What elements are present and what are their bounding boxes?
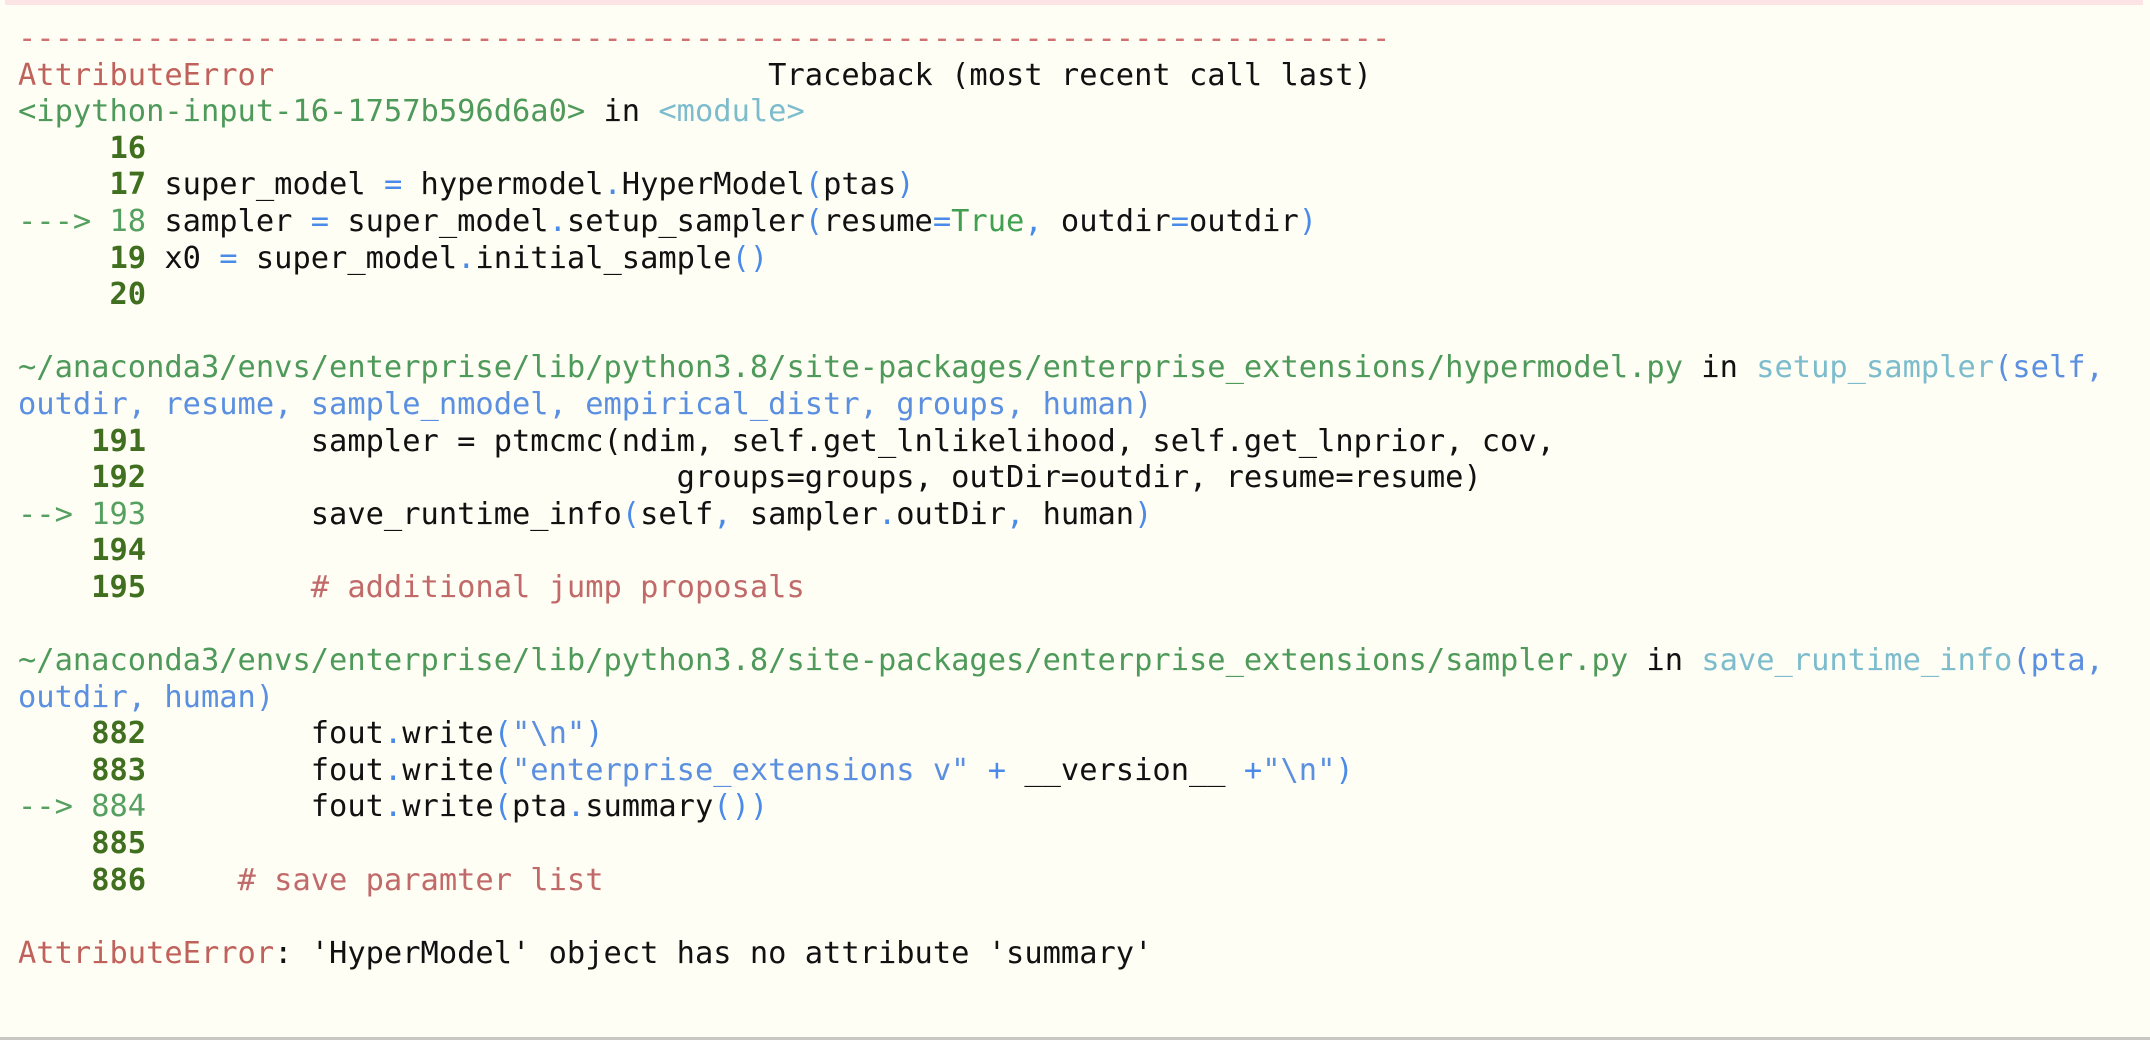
code-comment: # save paramter list [146,862,604,898]
current-code-line: ---> 18 sampler = super_model.setup_samp… [18,203,1318,239]
frame3-args: outdir, human) [18,679,275,715]
frame3-file: ~/anaconda3/envs/enterprise/lib/python3.… [18,643,1629,679]
line-number: 195 [91,569,147,605]
code-line: 194 [18,533,2104,570]
code-line: 20 [18,277,2104,314]
separator-line: ----------------------------------------… [18,21,1391,56]
frame3-header: ~/anaconda3/envs/enterprise/lib/python3.… [18,643,2104,679]
blank-line [18,314,2104,351]
blank-line [18,899,2104,936]
frame1-file: <ipython-input-16-1757b596d6a0> [18,94,586,130]
frame2-args: outdir, resume, sample_nmodel, empirical… [18,386,1153,422]
code-line: 882 fout.write("\n") [91,716,604,752]
line-number: 16 [109,130,147,166]
line-number: 883 [91,752,147,788]
frame1-func: <module> [658,94,805,130]
final-error-message: : 'HyperModel' object has no attribute '… [274,935,1153,971]
final-error-type: AttributeError [18,935,275,971]
cell-bottom-border [0,1037,2150,1040]
final-error-line: AttributeError: 'HyperModel' object has … [18,936,2104,973]
code-line: 192 groups=groups, outDir=outdir, resume… [91,460,1482,496]
line-number: 191 [91,423,147,459]
code-line: 16 [18,131,2104,168]
line-number: 193 [91,496,147,532]
frame2-file: ~/anaconda3/envs/enterprise/lib/python3.… [18,350,1684,386]
frame1-header: <ipython-input-16-1757b596d6a0> in <modu… [18,94,805,130]
code-line: 886 # save paramter list [18,863,2104,900]
code-line: 191 sampler = ptmcmc(ndim, self.get_lnli… [91,423,1555,459]
code-line: 19 x0 = super_model.initial_sample() [109,240,769,276]
current-line-arrow: --> [18,789,92,825]
line-number: 20 [109,277,147,313]
code-comment: # additional jump proposals [146,569,805,605]
traceback-output: ----------------------------------------… [18,21,2104,972]
current-line-arrow: --> [18,496,92,532]
code-line: 885 [18,826,2104,863]
frame2-func: setup_sampler [1756,350,1995,386]
code-line: 195 # additional jump proposals [18,570,2104,607]
current-code-line: --> 884 fout.write(pta.summary()) [18,789,769,825]
line-number: 194 [91,533,147,569]
line-number: 886 [91,862,147,898]
frame3-func: save_runtime_info [1701,643,2013,679]
current-line-arrow: ---> [18,203,110,239]
line-number: 18 [109,203,147,239]
line-number: 884 [91,789,147,825]
error-output-top-band [5,0,2143,5]
frame2-header: ~/anaconda3/envs/enterprise/lib/python3.… [18,350,2104,386]
line-number: 882 [91,716,147,752]
traceback-title: Traceback (most recent call last) [768,57,1372,93]
line-number: 19 [109,240,147,276]
line-number: 885 [91,826,147,862]
traceback-header: AttributeError Traceback (most recent ca… [18,58,2104,95]
code-line: 17 super_model = hypermodel.HyperModel(p… [109,167,915,203]
code-line: 883 fout.write("enterprise_extensions v"… [91,752,1354,788]
line-number: 192 [91,460,147,496]
current-code-line: --> 193 save_runtime_info(self, sampler.… [18,496,1153,532]
blank-line [18,607,2104,644]
line-number: 17 [109,167,147,203]
error-type: AttributeError [18,57,275,93]
